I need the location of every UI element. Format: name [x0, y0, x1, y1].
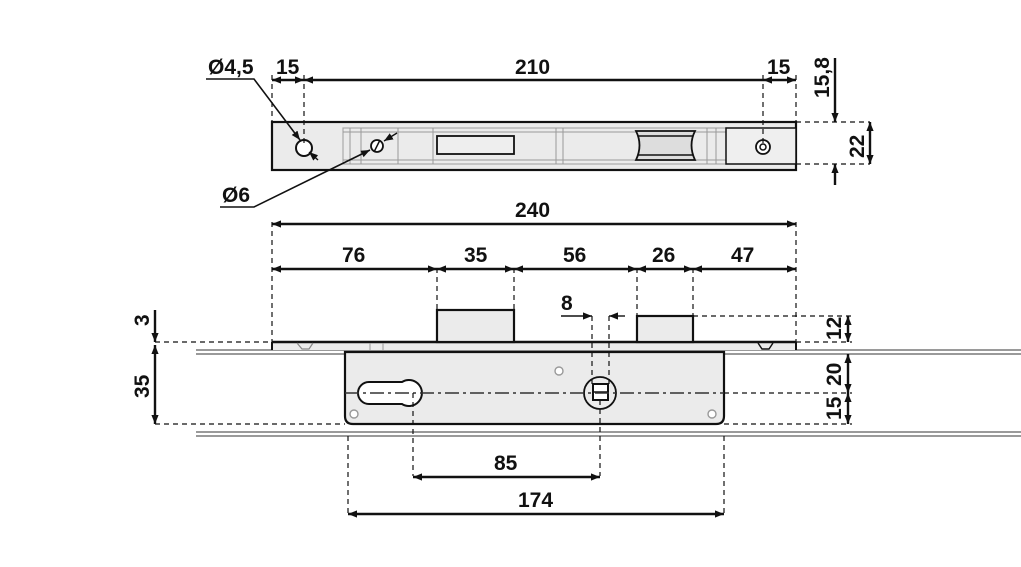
- label-upper-to-center: 20: [823, 363, 846, 386]
- label-latch-offset: 8: [561, 292, 573, 315]
- faceplate-top: [270, 120, 798, 172]
- label-right-offset: 15: [767, 56, 791, 79]
- screw-icon: [370, 139, 384, 153]
- body-hole-3: [707, 409, 717, 419]
- label-hole-diameter: Ø4,5: [208, 56, 254, 79]
- label-faceplate-thickness: 3: [131, 314, 154, 326]
- leader-hole-diameter: [206, 78, 301, 141]
- label-segment-3: 56: [563, 244, 586, 267]
- label-screw-diameter: Ø6: [222, 184, 250, 207]
- cylinder-slot: [436, 135, 515, 155]
- dead-bolt: [635, 314, 695, 344]
- label-backset: 85: [494, 452, 518, 475]
- label-span: 210: [515, 56, 550, 79]
- latch-slot: [634, 130, 697, 161]
- latch-bolt: [435, 308, 516, 344]
- body-hole-1: [349, 409, 359, 419]
- mounting-hole-right: [755, 139, 771, 155]
- lock-body: [343, 350, 726, 426]
- label-segment-1: 76: [342, 244, 365, 267]
- label-segment-2: 35: [464, 244, 488, 267]
- top-view: Ø4,5 Ø6 15 210 15 15,8 22: [206, 56, 874, 208]
- side-view: 240 76 35 56 26 47 8 3 35 12 20 15 85 17…: [131, 199, 1021, 518]
- label-body-length: 174: [518, 489, 553, 512]
- label-bolt-projection: 12: [823, 317, 846, 340]
- body-hole-2: [554, 366, 564, 376]
- leader-screw-diameter: [220, 149, 371, 208]
- label-height: 22: [846, 135, 869, 158]
- label-body-height: 35: [131, 374, 154, 398]
- label-left-offset: 15: [276, 56, 300, 79]
- label-total-width: 240: [515, 199, 550, 222]
- label-segment-4: 26: [652, 244, 675, 267]
- label-center-to-bottom: 15: [823, 396, 846, 420]
- label-segment-5: 47: [731, 244, 754, 267]
- faceplate-side: [272, 342, 796, 350]
- label-depth: 15,8: [811, 57, 834, 98]
